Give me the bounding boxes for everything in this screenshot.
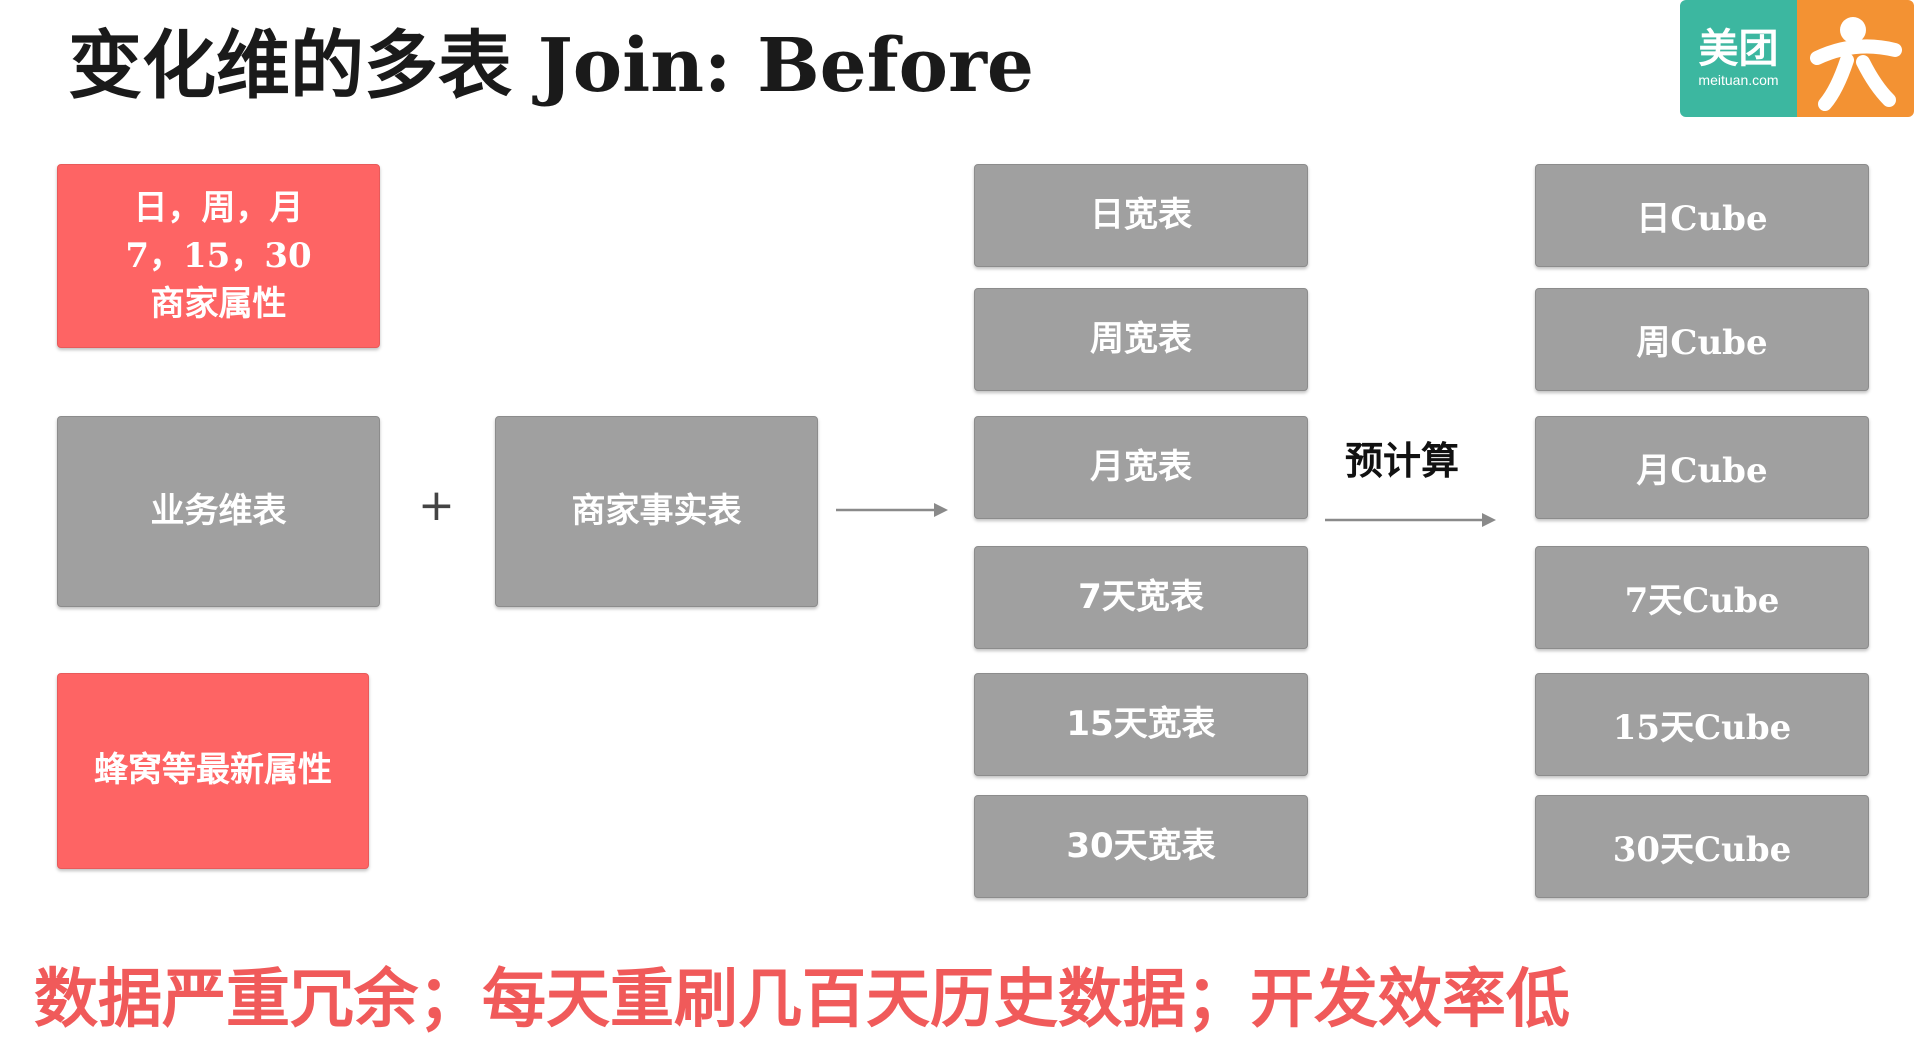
meituan-logo: 美团 meituan.com	[1680, 0, 1914, 117]
logo-figure-icon	[1797, 0, 1914, 117]
logo-en: meituan.com	[1698, 72, 1779, 88]
attr-lines: 日，周，月 7，15，30 商家属性	[125, 184, 311, 328]
footer-conclusion: 数据严重冗余；每天重刷几百天历史数据；开发效率低	[34, 962, 1570, 1037]
wide-table-label: 7天宽表	[1078, 576, 1204, 617]
wide-table-label: 15天宽表	[1066, 703, 1216, 744]
wide-table-box: 7天宽表	[974, 546, 1308, 649]
slide-title: 变化维的多表 Join: Before	[68, 23, 1035, 109]
wide-table-label: 周宽表	[1090, 318, 1192, 359]
arrow-fact-to-wide	[836, 503, 948, 517]
cube-box: 7天Cube	[1535, 546, 1869, 649]
attr-box: 日，周，月 7，15，30 商家属性	[57, 164, 380, 348]
wide-table-box: 周宽表	[974, 288, 1308, 391]
cube-box: 30天Cube	[1535, 795, 1869, 898]
wide-table-label: 30天宽表	[1066, 825, 1216, 866]
cube-label: 周Cube	[1636, 323, 1768, 363]
latest-attr-box: 蜂窝等最新属性	[57, 673, 369, 869]
wide-table-box: 30天宽表	[974, 795, 1308, 898]
cube-box: 日Cube	[1535, 164, 1869, 267]
cube-box: 周Cube	[1535, 288, 1869, 391]
wide-table-label: 月宽表	[1090, 446, 1192, 487]
wide-table-box: 日宽表	[974, 164, 1308, 267]
logo-cn: 美团	[1698, 26, 1779, 72]
wide-table-box: 15天宽表	[974, 673, 1308, 776]
fact-table-label: 商家事实表	[571, 490, 742, 531]
cube-box: 15天Cube	[1535, 673, 1869, 776]
cube-label: 7天Cube	[1624, 581, 1780, 621]
cube-box: 月Cube	[1535, 416, 1869, 519]
dim-table-label: 业务维表	[150, 490, 287, 531]
attr-line-3: 商家属性	[150, 284, 287, 324]
fact-table-box: 商家事实表	[495, 416, 818, 607]
plus-sign: +	[418, 480, 455, 531]
logo-text-block: 美团 meituan.com	[1680, 0, 1797, 117]
wide-table-label: 日宽表	[1090, 194, 1192, 235]
cube-label: 30天Cube	[1612, 830, 1792, 870]
cube-label: 15天Cube	[1612, 708, 1792, 748]
precompute-label: 预计算	[1345, 439, 1460, 483]
attr-line-1: 日，周，月	[133, 188, 304, 228]
wide-table-box: 月宽表	[974, 416, 1308, 519]
arrow-wide-to-cube	[1325, 513, 1496, 527]
attr-line-2: 7，15，30	[125, 236, 312, 276]
dim-table-box: 业务维表	[57, 416, 380, 607]
cube-label: 日Cube	[1636, 199, 1768, 239]
latest-attr-label: 蜂窝等最新属性	[94, 750, 332, 791]
cube-label: 月Cube	[1636, 451, 1768, 491]
